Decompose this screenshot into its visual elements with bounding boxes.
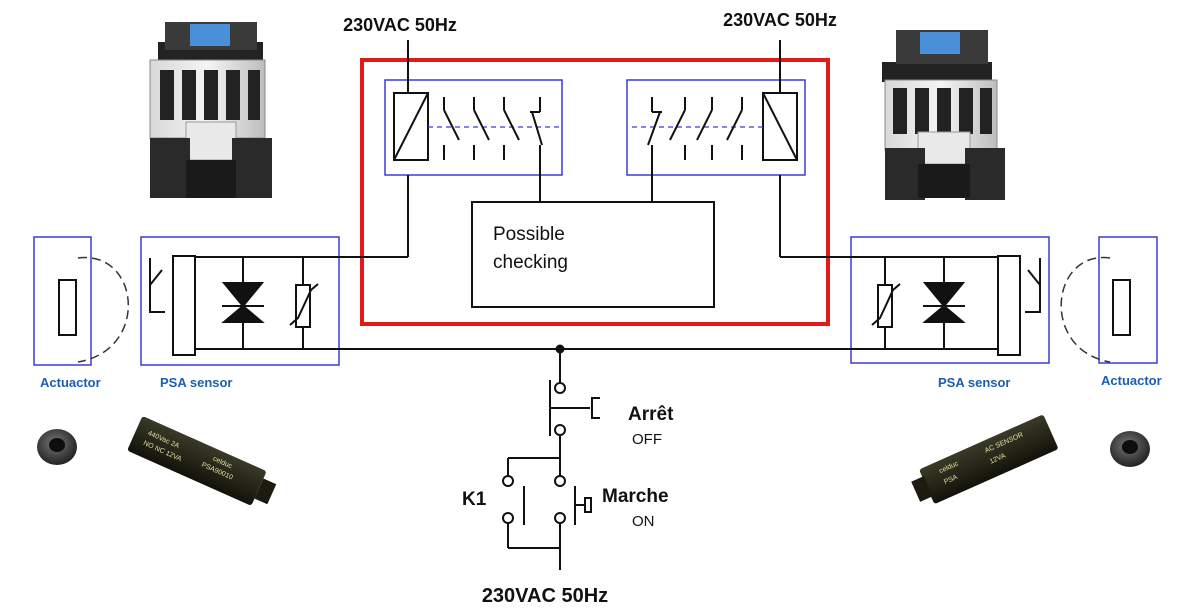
right-sensor-photo: celduc AC SENSOR PSA 12VA xyxy=(911,415,1058,504)
contactor-left-photo xyxy=(149,22,272,198)
left-magnet-photo xyxy=(37,429,77,465)
supply-label-bottom: 230VAC 50Hz xyxy=(482,585,608,607)
left-sensor-label: PSA sensor xyxy=(160,375,233,390)
relay-left-symbol xyxy=(384,40,563,176)
holding-contact-label: K1 xyxy=(462,489,487,510)
contactor-right-photo xyxy=(882,30,1005,200)
relay-right-symbol xyxy=(626,40,806,176)
red-highlight-frame xyxy=(360,58,830,326)
checking-box: Possible checking xyxy=(471,160,715,308)
left-sensor-photo: celduc PSA90010 440Vac 2A NO NC 12VA xyxy=(127,416,277,505)
checking-label-line1: Possible xyxy=(493,224,565,245)
left-actuator-label: Actuactor xyxy=(40,375,101,390)
supply-label-top-left: 230VAC 50Hz xyxy=(343,15,457,35)
right-magnet-photo xyxy=(1110,431,1150,467)
checking-label-line2: checking xyxy=(493,252,568,273)
left-sensor-circuit xyxy=(33,175,560,366)
right-sensor-circuit xyxy=(560,175,1158,364)
start-button-sublabel: ON xyxy=(632,513,655,530)
supply-label-top-right: 230VAC 50Hz xyxy=(723,10,837,30)
pushbutton-circuit xyxy=(502,344,600,570)
stop-button-sublabel: OFF xyxy=(632,431,662,448)
start-button-label: Marche xyxy=(602,486,669,507)
right-sensor-label: PSA sensor xyxy=(938,375,1011,390)
right-actuator-label: Actuactor xyxy=(1101,373,1162,388)
stop-button-label: Arrêt xyxy=(628,404,674,425)
